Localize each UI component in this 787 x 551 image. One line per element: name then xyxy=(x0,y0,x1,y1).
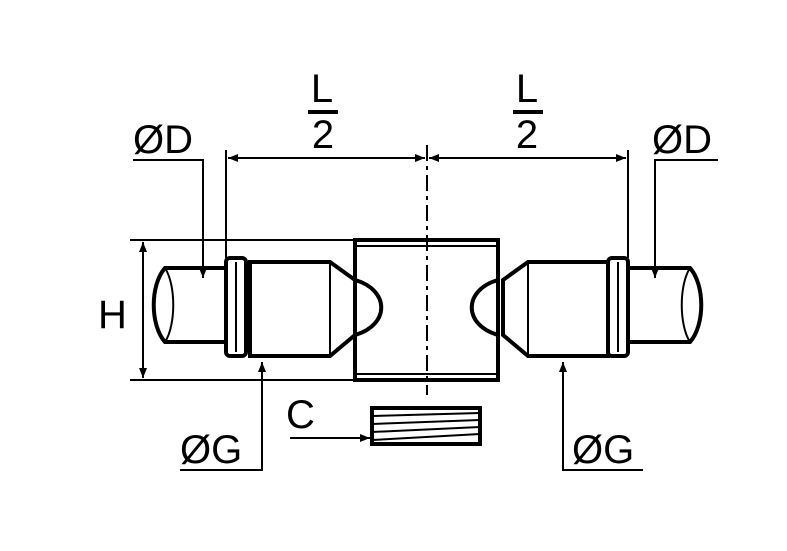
thread-label: C xyxy=(286,393,315,437)
threaded-stud xyxy=(370,406,482,446)
left-half-length-numerator: L xyxy=(311,67,333,111)
height-label: H xyxy=(98,293,127,337)
right-collet-diameter-label: ØG xyxy=(572,428,634,472)
right-collet-body xyxy=(501,260,610,358)
left-tube xyxy=(151,266,228,344)
right-tube-diameter-label: ØD xyxy=(652,118,712,162)
left-tube-diameter-label: ØD xyxy=(133,118,193,162)
right-half-length-numerator: L xyxy=(516,67,538,111)
left-collet-diameter-label: ØG xyxy=(180,428,242,472)
left-half-length-denominator: 2 xyxy=(312,113,334,157)
right-tube xyxy=(626,266,704,344)
left-collet-body xyxy=(248,260,357,358)
right-half-length-denominator: 2 xyxy=(516,113,538,157)
